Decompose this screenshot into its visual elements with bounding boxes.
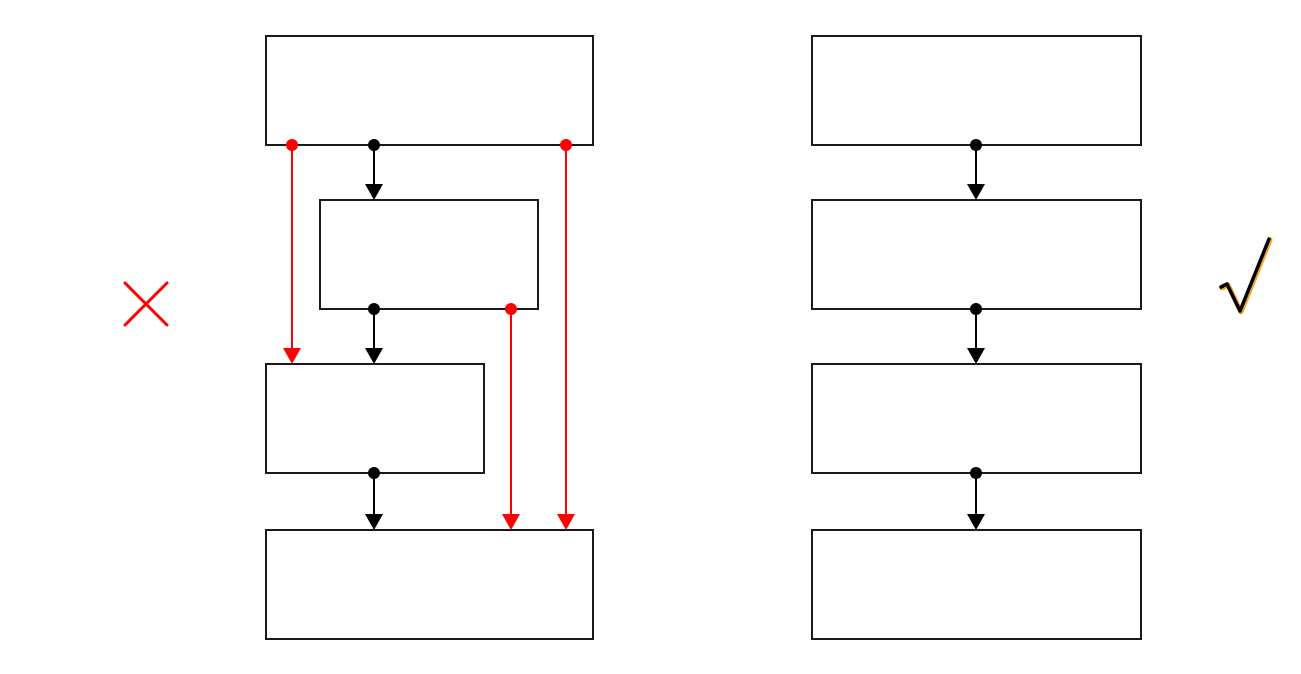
left-block-3 <box>265 363 485 474</box>
check-icon-stroke <box>1219 237 1271 313</box>
left-skip-connector-1-to-4 <box>557 139 575 530</box>
cross-icon-stroke-2 <box>123 281 169 327</box>
left-skip-connector-1-to-3-arrowhead <box>283 348 301 364</box>
right-connector-1-to-2 <box>967 139 985 200</box>
left-skip-connector-2-to-4 <box>502 303 520 530</box>
left-connector-1-to-2 <box>365 139 383 200</box>
right-block-2 <box>811 199 1142 310</box>
left-block-4 <box>265 529 594 640</box>
right-block-3 <box>811 363 1142 474</box>
right-diagram <box>811 35 1142 640</box>
right-connector-2-to-3-arrowhead <box>967 348 985 364</box>
left-connector-3-to-4 <box>365 467 383 530</box>
left-connector-2-to-3 <box>365 303 383 364</box>
left-skip-connector-2-to-4-arrowhead <box>502 514 520 530</box>
left-connector-2-to-3-arrowhead <box>365 348 383 364</box>
left-connector-1-to-2-arrowhead <box>365 184 383 200</box>
cross-icon <box>123 281 169 327</box>
left-block-1 <box>265 35 594 146</box>
left-skip-connector-1-to-4-arrowhead <box>557 514 575 530</box>
right-block-4 <box>811 529 1142 640</box>
right-connector-3-to-4-arrowhead <box>967 514 985 530</box>
right-block-1 <box>811 35 1142 146</box>
left-connector-3-to-4-arrowhead <box>365 514 383 530</box>
left-block-2 <box>319 199 539 310</box>
check-icon <box>1219 237 1273 315</box>
right-connector-3-to-4 <box>967 467 985 530</box>
left-skip-connector-1-to-3 <box>283 139 301 364</box>
right-connector-1-to-2-arrowhead <box>967 184 985 200</box>
left-diagram <box>265 35 594 640</box>
verdict-marks <box>123 237 1273 327</box>
right-connector-2-to-3 <box>967 303 985 364</box>
